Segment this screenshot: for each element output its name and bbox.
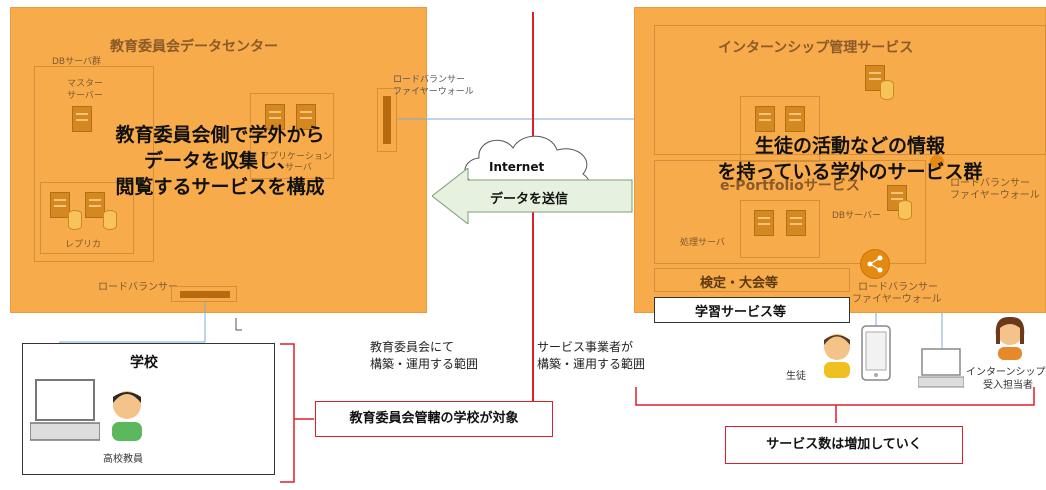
lb-fw-label-1: ロードバランサー	[858, 282, 938, 293]
replica-server-icon	[50, 192, 70, 218]
board-scope-line1: 教育委員会にて	[370, 340, 455, 354]
gateway-bar	[383, 96, 391, 144]
internship-app-icon-2	[785, 106, 805, 132]
internship-app-icon	[755, 106, 775, 132]
proc-server-label: 処理サーバ	[680, 238, 725, 248]
app-server-icon-2	[296, 104, 316, 130]
study-label: 学習サービス等	[695, 305, 787, 320]
proc-server-icon	[754, 210, 774, 236]
school-title: 学校	[130, 355, 158, 371]
eportfolio-box	[654, 160, 926, 264]
replica-db-icon-2	[103, 210, 117, 230]
services-overlay-line2: を持っている学外のサービス群	[717, 161, 983, 183]
internet-label: Internet	[489, 160, 545, 174]
eportfolio-title: e-Portfolioサービス	[720, 178, 860, 194]
data-send-arrow	[432, 168, 633, 224]
lb-fw-icon	[860, 249, 890, 279]
datacenter-lb-label: ロードバランサー	[98, 282, 178, 293]
eportfolio-db-icon	[898, 200, 912, 220]
data-send-label: データを送信	[490, 192, 569, 207]
vendor-scope-line2: 構築・運用する範囲	[537, 357, 646, 371]
master-label-2: サーバー	[67, 91, 103, 101]
school-laptop-icon	[30, 379, 100, 441]
lb-fw2-label-1: ロードバランサー	[950, 178, 1030, 189]
app-server-label-2: サーバ	[285, 163, 312, 173]
gateway-frame	[377, 88, 397, 152]
intern-avatar-icon	[995, 316, 1025, 360]
school-brace	[280, 343, 314, 483]
vendor-scope-line1: サービス事業者が	[537, 340, 634, 354]
teacher-avatar-icon	[112, 391, 142, 441]
lb-fw2-label-2: ファイヤーウォール	[950, 190, 1040, 201]
replica-db-icon	[68, 210, 82, 230]
internship-app-box	[740, 96, 820, 162]
app-server-icon	[265, 104, 285, 130]
replica-server-icon-2	[85, 192, 105, 218]
student-avatar-icon	[824, 334, 850, 378]
db-server-label: DBサーバー	[832, 211, 882, 221]
exam-box	[654, 268, 850, 292]
school-target-box: 教育委員会管轄の学校が対象	[315, 401, 553, 437]
replica-label: レプリカ	[65, 240, 102, 250]
datacenter-overlay-line2: データを収集し、	[143, 150, 296, 172]
datacenter-lb-bar	[180, 291, 230, 298]
services-brace	[635, 387, 1035, 423]
exam-label: 検定・大会等	[700, 276, 779, 291]
services-growth-box: サービス数は増加していく	[725, 426, 963, 464]
intern-label-2: 受入担当者	[983, 380, 1033, 391]
datacenter-overlay-line1: 教育委員会側で学外から	[115, 124, 325, 146]
datacenter-title: 教育委員会データセンター	[110, 39, 278, 55]
db-group-box	[34, 66, 154, 262]
internship-title: インターンシップ管理サービス	[718, 40, 914, 56]
smartphone-icon	[861, 325, 891, 381]
db-group-label: DBサーバ群	[52, 57, 102, 67]
lb-fw2-dot-icon	[930, 155, 944, 169]
gateway-label-2: ファイヤーウォール	[393, 87, 474, 97]
internship-db-icon	[880, 80, 894, 100]
master-label-1: マスター	[67, 79, 104, 89]
student-label: 生徒	[786, 371, 806, 382]
datacenter-overlay-line3: 閲覧するサービスを構成	[115, 176, 325, 198]
app-server-box	[250, 93, 334, 179]
teacher-label: 高校教員	[103, 454, 143, 465]
services-overlay-line1: 生徒の活動などの情報	[754, 135, 945, 157]
datacenter-zone	[10, 7, 427, 313]
app-server-label-1: アプリケーション	[260, 152, 332, 162]
intern-label-1: インターンシップ	[966, 367, 1046, 378]
lb-fw-label-2: ファイヤーウォール	[852, 294, 942, 305]
replica-box	[40, 182, 134, 254]
board-scope-line2: 構築・運用する範囲	[370, 357, 479, 371]
study-box	[654, 297, 850, 323]
gateway-label-1: ロードバランサー	[393, 75, 466, 85]
proc-server-icon-2	[786, 210, 806, 236]
master-server-icon	[72, 106, 92, 132]
datacenter-lb-device	[171, 286, 237, 302]
intern-laptop-icon	[918, 348, 964, 388]
proc-server-box	[740, 200, 820, 258]
lb-fw-share-icon	[867, 255, 883, 273]
